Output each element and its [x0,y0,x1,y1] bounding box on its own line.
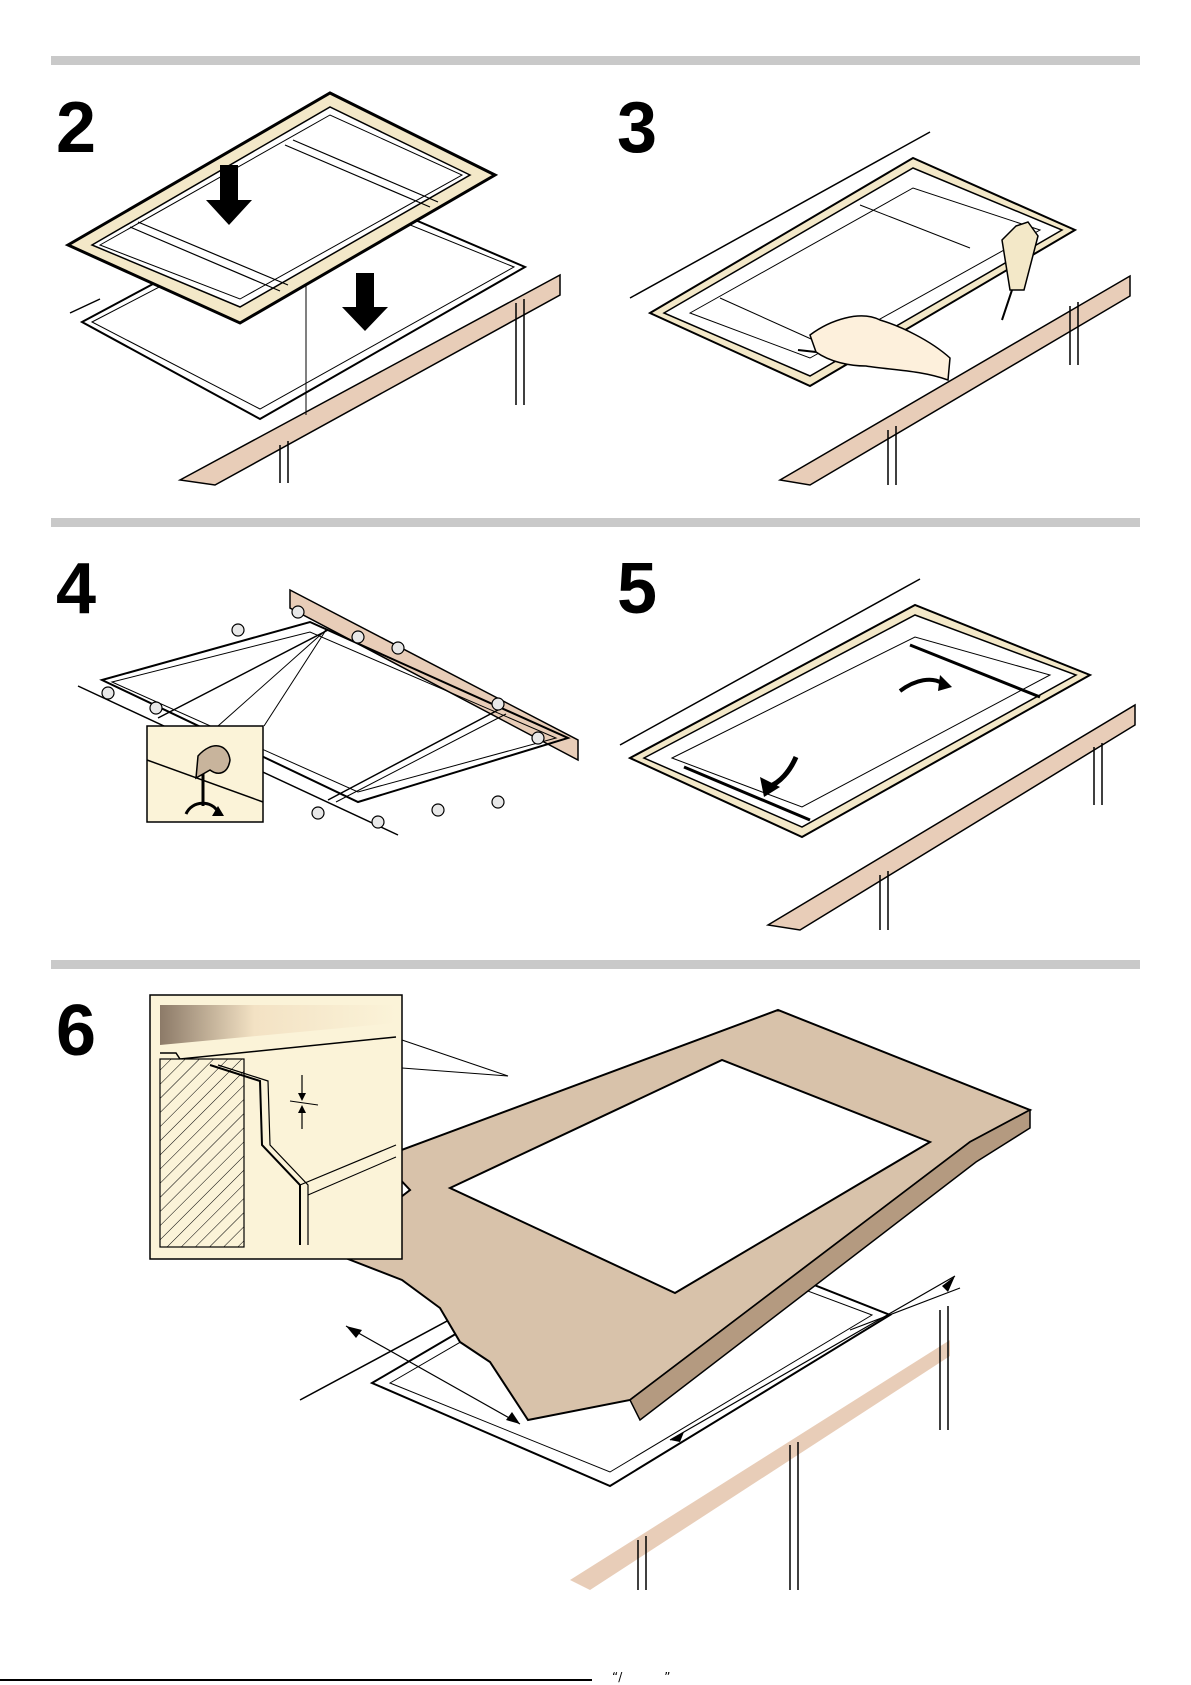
down-arrow-icon [342,273,388,331]
figure-step-4 [78,590,578,910]
section-divider-top [51,56,1140,65]
section-divider-bottom [51,960,1140,969]
countertop-section-inset [150,995,402,1259]
figure-step-2 [70,85,560,485]
cabinet-wall-section [160,1059,244,1247]
step-number-6: 6 [56,995,96,1067]
sealant-tube-icon [1002,222,1038,320]
clamp-detail-inset [147,726,263,822]
footer-rule [0,1679,592,1681]
figure-step-3 [630,130,1140,490]
section-divider-middle [51,518,1140,527]
footer-mark: “/ ” [612,1671,670,1683]
figure-step-5 [620,575,1140,930]
